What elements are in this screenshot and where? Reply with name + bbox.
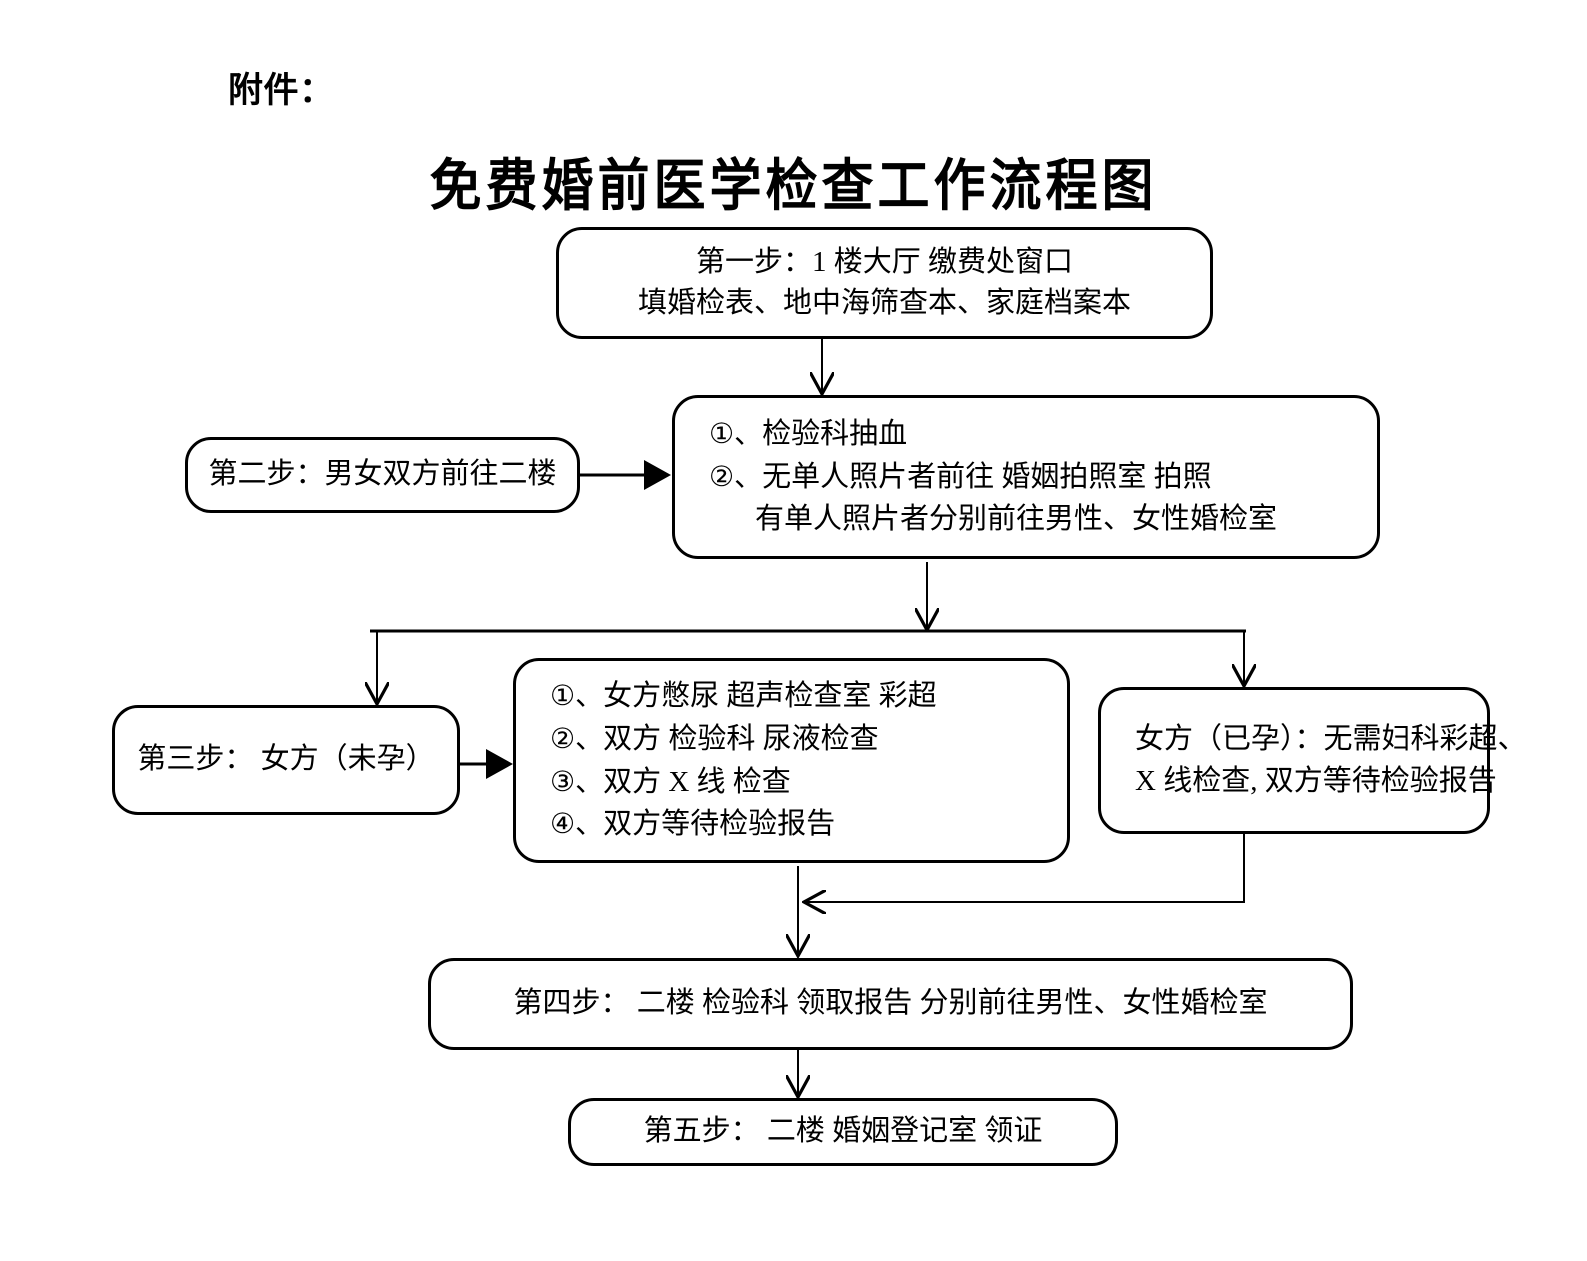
list-marker: ①、 xyxy=(550,680,604,712)
node-step2-line-1: 第二步：男女双方前往二楼 xyxy=(208,458,557,491)
list-item: ③、 双方 X 线 检查 xyxy=(550,761,1067,804)
list-marker: ②、 xyxy=(550,723,604,755)
list-item: ②、 双方 检验科 尿液检查 xyxy=(550,718,1067,761)
list-item: ①、 检验科抽血 xyxy=(709,413,1377,456)
node-step4-line-1: 第四步： 二楼 检验科 领取报告 分别前往男性、女性婚检室 xyxy=(513,987,1268,1020)
list-text: 双方 检验科 尿液检查 xyxy=(603,722,879,755)
node-step1-line-2: 填婚检表、地中海筛查本、家庭档案本 xyxy=(637,287,1131,319)
list-item: ②、 无单人照片者前往 婚姻拍照室 拍照 xyxy=(709,456,1377,499)
node-step5-line-1: 第五步： 二楼 婚姻登记室 领证 xyxy=(643,1115,1043,1148)
list-text: 无单人照片者前往 婚姻拍照室 拍照 xyxy=(762,460,1212,493)
list-marker: ③、 xyxy=(550,766,604,798)
list-marker: ②、 xyxy=(709,461,763,493)
node-step4[interactable]: 第四步： 二楼 检验科 领取报告 分别前往男性、女性婚检室 xyxy=(428,958,1353,1050)
node-step2[interactable]: 第二步：男女双方前往二楼 xyxy=(185,437,580,513)
list-marker: ④、 xyxy=(550,809,604,841)
list-item: ①、 女方憋尿 超声检查室 彩超 xyxy=(550,675,1067,718)
node-step1-line-1: 第一步：1 楼大厅 缴费处窗口 xyxy=(695,245,1073,278)
attachment-label: 附件： xyxy=(228,71,335,110)
node-pregnant-line-2: X 线检查, 双方等待检验报告 xyxy=(1135,764,1497,797)
list-text: 双方 X 线 检查 xyxy=(603,765,791,798)
list-text: 女方憋尿 超声检查室 彩超 xyxy=(603,679,937,712)
node-step5[interactable]: 第五步： 二楼 婚姻登记室 领证 xyxy=(568,1098,1118,1166)
node-step1[interactable]: 第一步：1 楼大厅 缴费处窗口 填婚检表、地中海筛查本、家庭档案本 xyxy=(556,227,1213,339)
node-pregnant-line-1: 女方（已孕）：无需妇科彩超、 xyxy=(1135,723,1527,756)
node-lab-tasks[interactable]: ①、 检验科抽血 ②、 无单人照片者前往 婚姻拍照室 拍照 有单人照片者分别前往… xyxy=(672,395,1380,559)
list-text: 有单人照片者分别前往男性、女性婚检室 xyxy=(755,503,1278,536)
node-step3[interactable]: 第三步： 女方（未孕） xyxy=(112,705,460,815)
list-item: ④、 双方等待检验报告 xyxy=(550,803,1067,846)
list-text: 检验科抽血 xyxy=(762,417,908,450)
list-text: 双方等待检验报告 xyxy=(603,808,836,841)
node-pregnant-note[interactable]: 女方（已孕）：无需妇科彩超、 X 线检查, 双方等待检验报告 xyxy=(1098,687,1527,834)
page-title: 免费婚前医学检查工作流程图 xyxy=(429,154,1158,219)
list-item: 有单人照片者分别前往男性、女性婚检室 xyxy=(709,498,1377,541)
list-marker: ①、 xyxy=(709,418,763,450)
node-step3-line-1: 第三步： 女方（未孕） xyxy=(137,743,435,776)
node-unpregnant-tasks[interactable]: ①、 女方憋尿 超声检查室 彩超 ②、 双方 检验科 尿液检查 ③、 双方 X … xyxy=(513,658,1070,863)
